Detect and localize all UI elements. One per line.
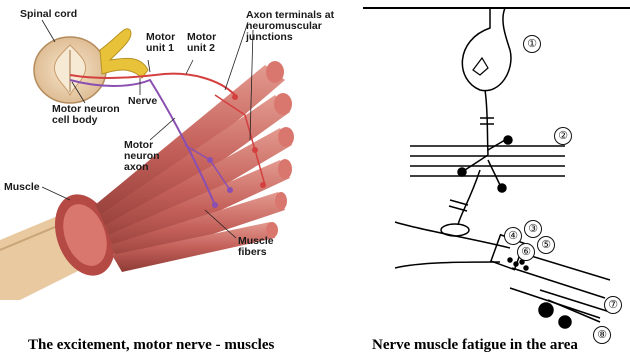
marker-2: ② bbox=[554, 127, 572, 145]
marker-6: ⑥ bbox=[517, 243, 535, 261]
marker-3: ③ bbox=[524, 220, 542, 238]
marker-5: ⑤ bbox=[537, 236, 555, 254]
nerve-root bbox=[100, 29, 148, 78]
label-muscle-fibers: Muscle fibers bbox=[238, 236, 274, 258]
caption-left: The excitement, motor nerve - muscles bbox=[28, 337, 274, 354]
marker-4: ④ bbox=[504, 227, 522, 245]
label-motor-neuron-cell-body: Motor neuron cell body bbox=[52, 104, 120, 126]
label-axon-terminals: Axon terminals at neuromuscular junction… bbox=[246, 10, 334, 43]
caption-right: Nerve muscle fatigue in the area bbox=[372, 337, 578, 354]
label-motor-unit-1: Motor unit 1 bbox=[146, 32, 175, 54]
marker-8: ⑧ bbox=[593, 326, 611, 344]
marker-7: ⑦ bbox=[604, 296, 622, 314]
label-nerve: Nerve bbox=[128, 96, 157, 107]
neuromuscular-fatigue-diagram bbox=[363, 8, 630, 328]
label-muscle: Muscle bbox=[4, 182, 40, 193]
label-motor-unit-2: Motor unit 2 bbox=[187, 32, 216, 54]
label-spinal-cord: Spinal cord bbox=[20, 9, 77, 20]
label-motor-neuron-axon: Motor neuron axon bbox=[124, 140, 160, 173]
marker-1: ① bbox=[523, 35, 541, 53]
